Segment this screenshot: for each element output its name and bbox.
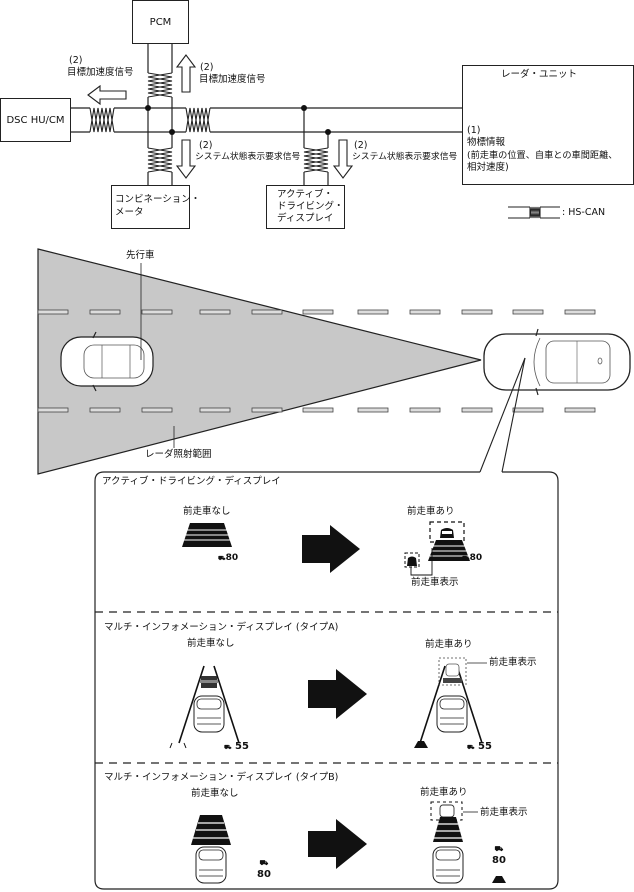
lead-vehicle-present-label: 前走車あり xyxy=(420,787,468,798)
no-lead-vehicle-label: 前走車なし xyxy=(183,506,231,517)
signal-label-status-add: システム状態表示要求信号 xyxy=(352,152,458,162)
radar-beam xyxy=(37,248,482,475)
hs-can-legend-icon xyxy=(508,206,560,219)
no-lead-vehicle-label: 前走車なし xyxy=(191,788,239,799)
lead-vehicle-indicator-label: 前走車表示 xyxy=(480,807,528,818)
junction-dot xyxy=(145,105,151,111)
section-title-active-driving-display: アクティブ・ドライビング・ディスプレイ xyxy=(102,476,281,487)
speed-readout: ⛟80 xyxy=(462,552,482,565)
signal-label-target-accel-dsc: 目標加速度信号 xyxy=(67,67,134,78)
speed-value: 80 xyxy=(257,869,271,880)
combination-meter-label: メータ xyxy=(115,207,144,218)
lead-vehicle-present-label: 前走車あり xyxy=(425,639,473,650)
speed-readout: ⛟ 55 xyxy=(224,741,249,754)
cruise-icon: ⛟ xyxy=(259,859,269,867)
lead-vehicle-label: 先行車 xyxy=(126,250,155,261)
arrow-to-dsc-icon xyxy=(87,84,127,106)
mid-b-after-icon xyxy=(430,801,506,884)
dsc-hu-cm-label: DSC HU/CM xyxy=(6,114,65,126)
section-title-mid-type-b: マルチ・インフォメーション・ディスプレイ (タイプB) xyxy=(104,772,339,783)
add-after-road-icon xyxy=(428,521,470,561)
lane-marking-bottom xyxy=(37,407,596,413)
dsc-coil xyxy=(89,107,115,133)
cruise-icon: ⛟ xyxy=(494,845,504,853)
can-bus xyxy=(70,107,462,133)
junction-dot xyxy=(301,105,307,111)
section-title-mid-type-a: マルチ・インフォメーション・ディスプレイ (タイプA) xyxy=(104,622,339,633)
radar-unit-title: レーダ・ユニット xyxy=(501,69,578,80)
lead-vehicle-indicator-label: 前走車表示 xyxy=(489,657,537,668)
dsc-hu-cm-box: DSC HU/CM xyxy=(0,98,71,142)
junction-dot xyxy=(169,129,175,135)
radar-unit-box: レーダ・ユニット (1) 物標情報 (前走車の位置、自車との車間距離、 相対速度… xyxy=(462,65,634,185)
radar-info-number: (1) xyxy=(467,125,481,136)
lead-vehicle-indicator-frame xyxy=(438,657,467,686)
radar-info-detail: (前走車の位置、自車との車間距離、 xyxy=(467,150,618,161)
cruise-icon: ⛟ xyxy=(462,555,470,562)
no-lead-vehicle-label: 前走車なし xyxy=(187,638,235,649)
speed-value: 55 xyxy=(478,741,492,752)
speed-value: 80 xyxy=(225,553,239,563)
arrow-to-meter-icon xyxy=(175,139,197,179)
speed-readout: ⛟80 xyxy=(218,552,238,565)
speed-readout: ⛟ 80 xyxy=(257,858,271,880)
combination-meter-label: コンビネーション・ xyxy=(115,194,201,205)
display-panel xyxy=(94,471,559,890)
pcm-label: PCM xyxy=(149,16,172,28)
cruise-icon: ⛟ xyxy=(467,744,475,751)
own-vehicle-icon xyxy=(483,328,631,396)
signal-number: (2) xyxy=(354,140,368,151)
cruise-icon: ⛟ xyxy=(224,744,232,751)
signal-number: (2) xyxy=(69,55,83,66)
road-scene xyxy=(37,248,631,475)
active-driving-display-label: ディスプレイ xyxy=(277,213,334,224)
arrow-right-icon xyxy=(308,669,367,719)
speed-value: 55 xyxy=(235,741,249,752)
lane-marking-top xyxy=(37,309,596,315)
add-before-road-icon xyxy=(182,523,232,547)
radar-info-title: 物標情報 xyxy=(467,137,506,148)
speed-value: 80 xyxy=(469,553,483,563)
signal-label-status-meter: システム状態表示要求信号 xyxy=(195,152,301,162)
radar-range-label: レーダ照射範囲 xyxy=(145,449,212,460)
arrow-to-pcm-icon xyxy=(175,54,197,93)
add-branch xyxy=(301,105,331,185)
cruise-icon: ⛟ xyxy=(218,555,226,562)
speed-value: 80 xyxy=(492,855,506,866)
arrow-right-icon xyxy=(302,525,360,573)
mid-a-before-icon xyxy=(169,665,240,749)
mid-a-after-icon xyxy=(414,657,487,748)
junction-dot xyxy=(325,129,331,135)
bus-coil xyxy=(185,107,211,133)
speed-readout: ⛟ 80 xyxy=(492,844,506,866)
pcm-box-outline: PCM xyxy=(132,0,189,44)
hs-can-legend-label: : HS-CAN xyxy=(562,207,606,218)
signal-label-target-accel-pcm: 目標加速度信号 xyxy=(199,74,266,85)
active-driving-display-label: アクティブ・ xyxy=(277,189,333,200)
active-driving-display-label: ドライビング・ xyxy=(277,201,344,212)
combination-meter-box: コンビネーション・ メータ xyxy=(111,185,200,229)
arrow-right-icon xyxy=(308,819,367,869)
speed-readout: ⛟ 55 xyxy=(467,741,492,754)
pcm-branch xyxy=(145,44,175,185)
radar-info-detail: 相対速度) xyxy=(467,162,509,173)
lead-vehicle-icon xyxy=(60,331,154,392)
mid-b-before-icon xyxy=(191,815,231,884)
lead-vehicle-indicator-frame xyxy=(429,521,465,543)
lead-vehicle-indicator-label: 前走車表示 xyxy=(411,577,459,588)
active-driving-display-box: アクティブ・ ドライビング・ ディスプレイ xyxy=(266,185,345,229)
signal-number: (2) xyxy=(200,62,214,73)
signal-number: (2) xyxy=(199,140,213,151)
small-vehicle-indicator-icon xyxy=(404,552,420,568)
lead-vehicle-present-label: 前走車あり xyxy=(407,506,455,517)
arrow-to-add-icon xyxy=(332,139,354,179)
